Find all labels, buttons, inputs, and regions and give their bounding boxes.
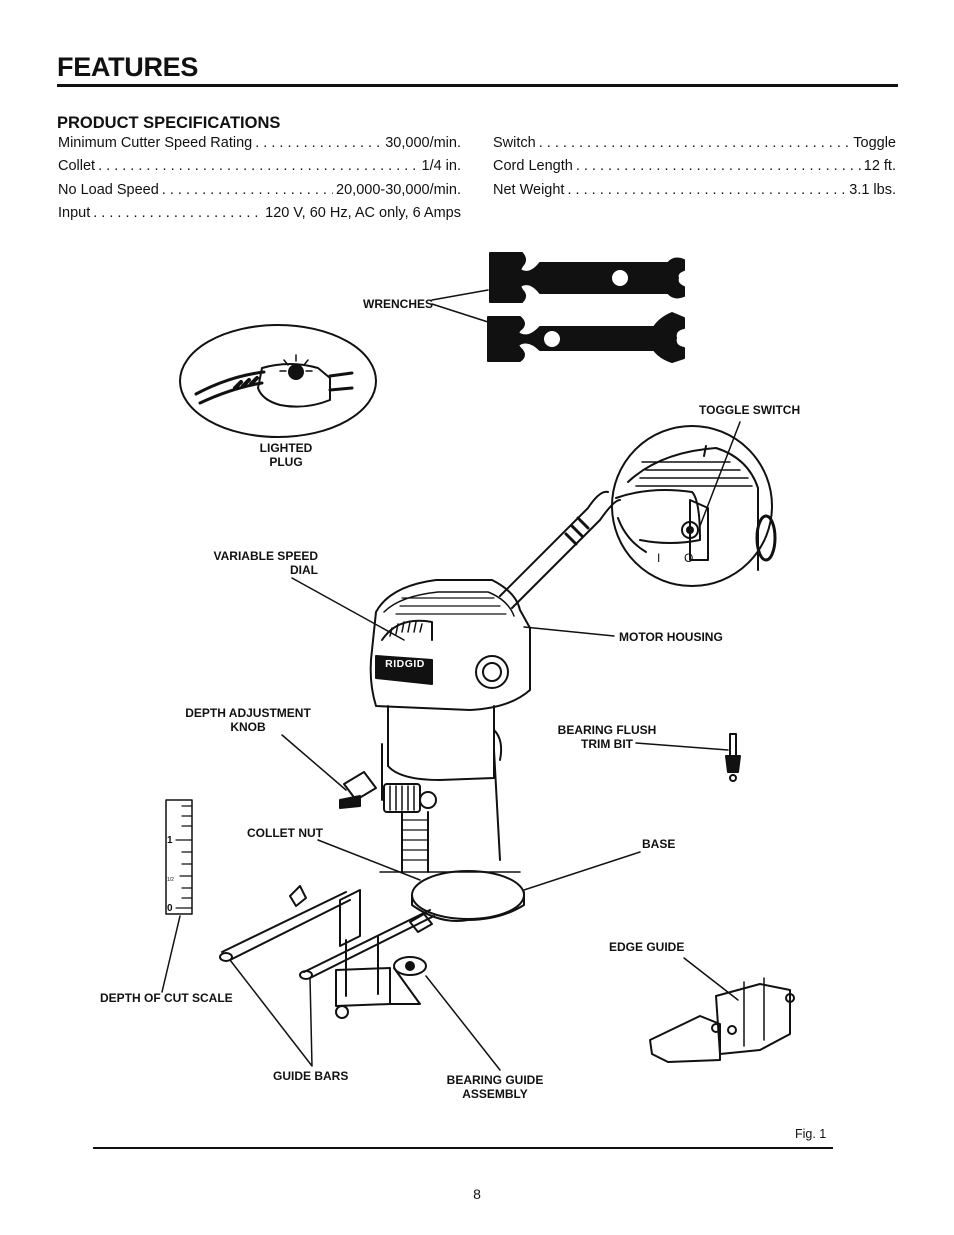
spec-value: 12 ft.: [863, 158, 896, 175]
spec-value: 30,000/min.: [385, 135, 461, 151]
spec-row: Cord Length 12 ft.: [493, 155, 896, 178]
spec-row: Minimum Cutter Speed Rating 30,000/min.: [58, 132, 461, 155]
brand-logo-text: RIDGID: [385, 658, 425, 670]
guide-assembly-drawing: [219, 885, 435, 1019]
scale-mark-1: 1: [167, 835, 173, 846]
switch-on-mark: I: [657, 551, 661, 565]
toggle-switch-drawing: [611, 425, 777, 587]
callout-collet-nut: COLLET NUT: [247, 826, 323, 840]
spec-label: Net Weight: [493, 181, 565, 198]
scale-mark-half: 1/2: [167, 877, 174, 883]
callout-lighted-plug: LIGHTED PLUG: [259, 441, 313, 469]
specifications-right-column: Switch Toggle Cord Length 12 ft. Net Weigh…: [493, 132, 896, 202]
depth-of-cut-scale-drawing: [165, 799, 193, 915]
wrenches-drawing: [487, 252, 685, 363]
spec-label: Collet: [58, 158, 96, 175]
callout-base: BASE: [642, 837, 676, 851]
callout-bearing-guide-assembly: BEARING GUIDE ASSEMBLY: [446, 1073, 544, 1101]
callout-guide-bars: GUIDE BARS: [273, 1069, 349, 1083]
callout-wrenches: WRENCHES: [363, 297, 434, 311]
title-rule: [57, 84, 898, 87]
specifications-left-column: Minimum Cutter Speed Rating 30,000/min. C…: [58, 132, 461, 225]
spec-label: Minimum Cutter Speed Rating: [58, 135, 253, 151]
trim-bit-drawing: [725, 733, 741, 782]
router-body-drawing: [339, 490, 621, 922]
figure-label: Fig. 1: [795, 1127, 827, 1141]
spec-label: Input: [58, 204, 91, 221]
switch-off-mark: O: [684, 551, 694, 565]
callout-depth-of-cut-scale: DEPTH OF CUT SCALE: [100, 991, 233, 1005]
spec-row: Collet 1/4 in.: [58, 155, 461, 178]
spec-label: Switch: [493, 135, 536, 151]
spec-row: Input 120 V, 60 Hz, AC only, 6 Amps: [58, 202, 461, 225]
edge-guide-drawing: [649, 977, 795, 1063]
callout-variable-speed-dial: VARIABLE SPEED DIAL: [213, 549, 318, 577]
callout-depth-adjustment-knob: DEPTH ADJUSTMENT KNOB: [185, 706, 311, 734]
spec-row: No Load Speed 20,000-30,000/min.: [58, 179, 461, 202]
callout-motor-housing: MOTOR HOUSING: [619, 630, 723, 644]
scale-mark-0: 0: [167, 903, 173, 914]
page-number: 8: [473, 1186, 481, 1202]
callout-leader-lines: [161, 289, 741, 1071]
spec-value: 3.1 lbs.: [849, 181, 896, 198]
spec-value: 120 V, 60 Hz, AC only, 6 Amps: [265, 204, 461, 221]
page-title: FEATURES: [57, 52, 199, 82]
bottom-rule: [93, 1147, 833, 1149]
callout-toggle-switch: TOGGLE SWITCH: [699, 403, 801, 417]
spec-row: Switch Toggle: [493, 132, 896, 155]
spec-value: 20,000-30,000/min.: [336, 181, 461, 198]
spec-row: Net Weight 3.1 lbs.: [493, 179, 896, 202]
specifications-heading: PRODUCT SPECIFICATIONS: [57, 114, 281, 132]
spec-value: 1/4 in.: [421, 158, 462, 175]
callout-edge-guide: EDGE GUIDE: [609, 940, 685, 954]
spec-label: Cord Length: [493, 158, 573, 175]
spec-label: No Load Speed: [58, 181, 159, 198]
lighted-plug-drawing: [179, 324, 377, 438]
callout-bearing-flush-trim-bit: BEARING FLUSH TRIM BIT: [557, 723, 657, 751]
spec-value: Toggle: [853, 135, 896, 151]
